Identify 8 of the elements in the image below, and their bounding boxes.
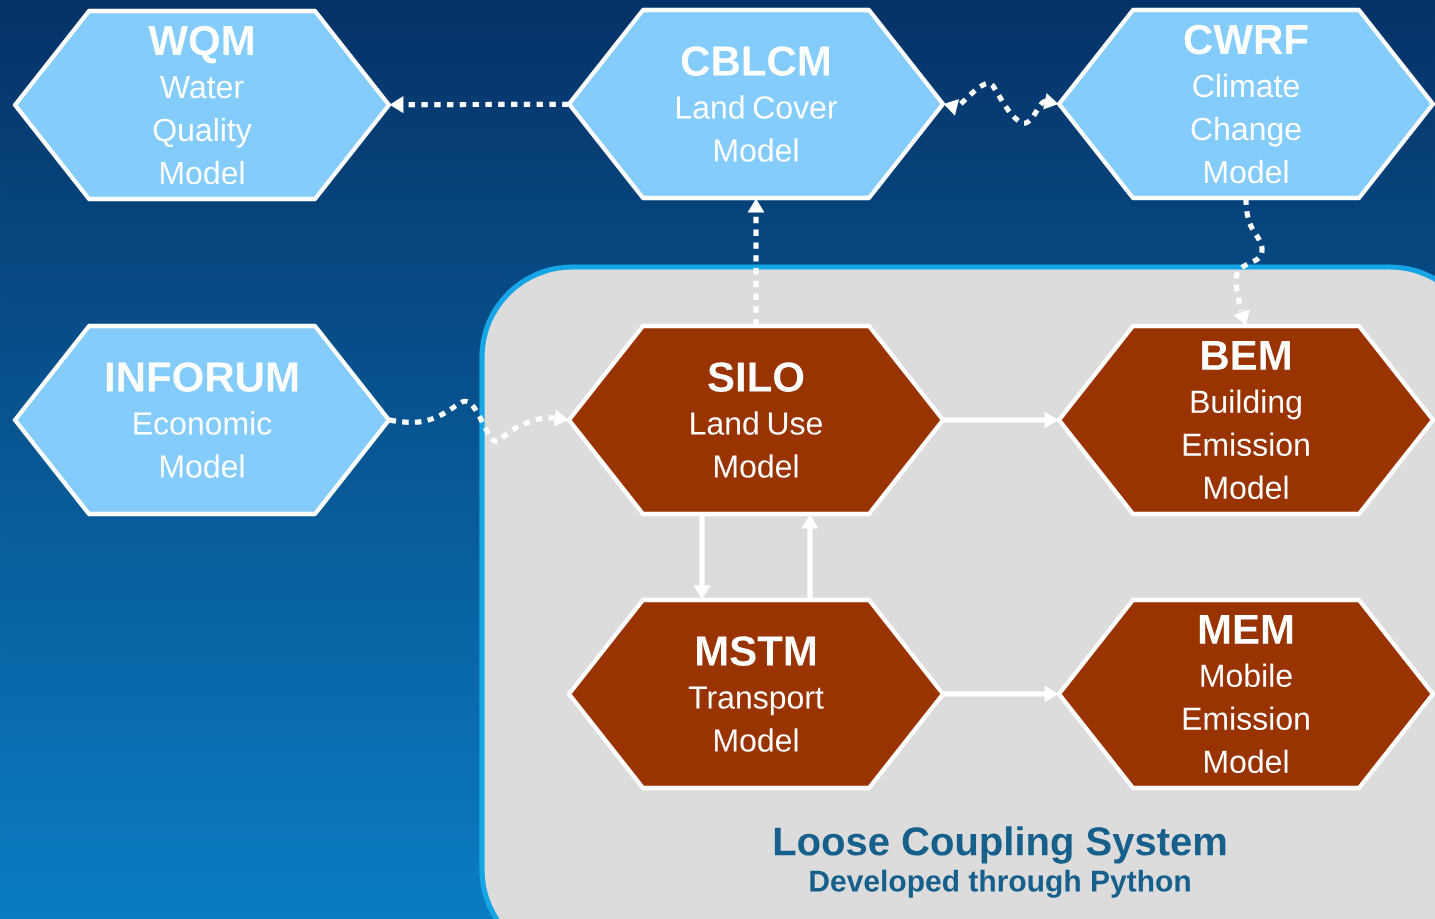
hexagon-box: CWRF Climate Change Model [1056,7,1435,201]
hexagon-box: MEM Mobile Emission Model [1056,597,1435,791]
hexagon-box: MSTM Transport Model [566,597,946,791]
hexagon-box: BEM Building Emission Model [1056,323,1435,517]
hexagon-box: SILO Land Use Model [566,323,946,517]
hexagon-box: INFORUM Economic Model [12,323,392,517]
hexagon-box: WQM Water Quality Model [12,8,392,202]
hexagon-box: CBLCM Land Cover Model [566,7,946,201]
